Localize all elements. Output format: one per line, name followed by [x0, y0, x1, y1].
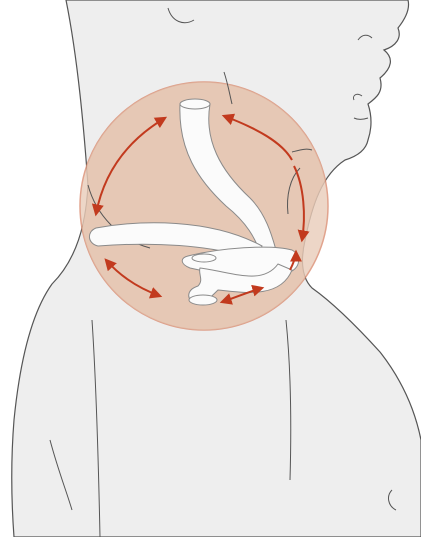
- tube-side-opening: [192, 254, 216, 262]
- tube-top-opening: [180, 99, 210, 109]
- tube-lower-opening: [189, 295, 217, 305]
